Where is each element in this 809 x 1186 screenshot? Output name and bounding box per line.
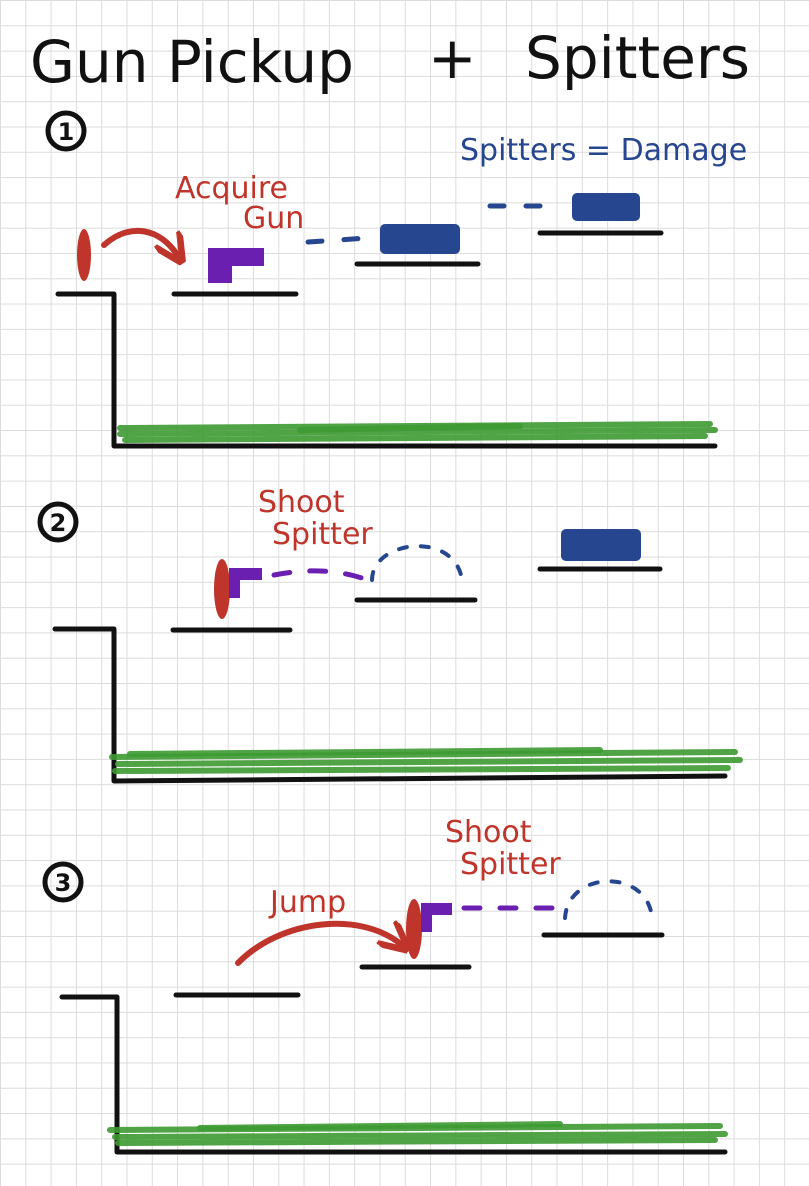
title-left: Gun Pickup [30, 28, 354, 96]
panel-2-spitter-destroyed [370, 544, 464, 582]
panel-2: 2 Shoot Spitter [37, 485, 743, 784]
panel-2-player [214, 559, 230, 619]
panel-1-gun-pickup [208, 248, 264, 283]
panel-2-spitter-2 [561, 529, 641, 561]
panel-3-ground [59, 994, 728, 1155]
panel-1-label-acquire: Acquire [175, 171, 288, 206]
panel-1: 1 Acquire Gun Spitters = Damage [45, 110, 747, 449]
panel-3-label-spitter: Spitter [460, 847, 561, 882]
panel-1-number: 1 [58, 118, 75, 146]
panel-1-spit-1 [305, 235, 371, 245]
panel-3-player-gun [421, 903, 452, 932]
panel-3-number: 3 [55, 869, 72, 897]
panel-1-label-gun: Gun [243, 201, 304, 236]
panel-3-jump-arrow [235, 924, 402, 966]
panel-1-ground [55, 291, 718, 449]
panel-3-number-circle [42, 861, 84, 903]
panel-3-player [406, 899, 422, 959]
panel-1-number-circle [45, 110, 87, 152]
panel-2-number: 2 [50, 509, 67, 537]
panel-2-grass [109, 747, 743, 774]
panel-3-label-shoot: Shoot [445, 815, 532, 850]
title-right: Spitters [525, 24, 750, 92]
panel-3-spitter-destroyed [563, 879, 654, 920]
panel-3-label-jump: Jump [268, 885, 346, 920]
panel-1-player [77, 229, 91, 281]
title-plus: + [428, 24, 477, 92]
panel-3: 3 Jump Shoot Spitter [42, 815, 728, 1155]
panel-2-shot [271, 568, 365, 581]
panel-2-label-shoot: Shoot [258, 485, 345, 520]
panel-1-spitter-1 [380, 224, 460, 254]
panel-2-ground [52, 626, 728, 784]
panel-1-arrow-to-gun [101, 227, 178, 256]
panel-1-grass [117, 421, 718, 443]
panel-1-spitter-2 [572, 193, 640, 221]
panel-2-label-spitter: Spitter [272, 517, 373, 552]
panel-2-number-circle [37, 501, 79, 543]
panel-1-label-spitters-damage: Spitters = Damage [460, 133, 747, 168]
panel-3-grass [107, 1121, 728, 1146]
panel-2-player-gun [229, 568, 262, 598]
